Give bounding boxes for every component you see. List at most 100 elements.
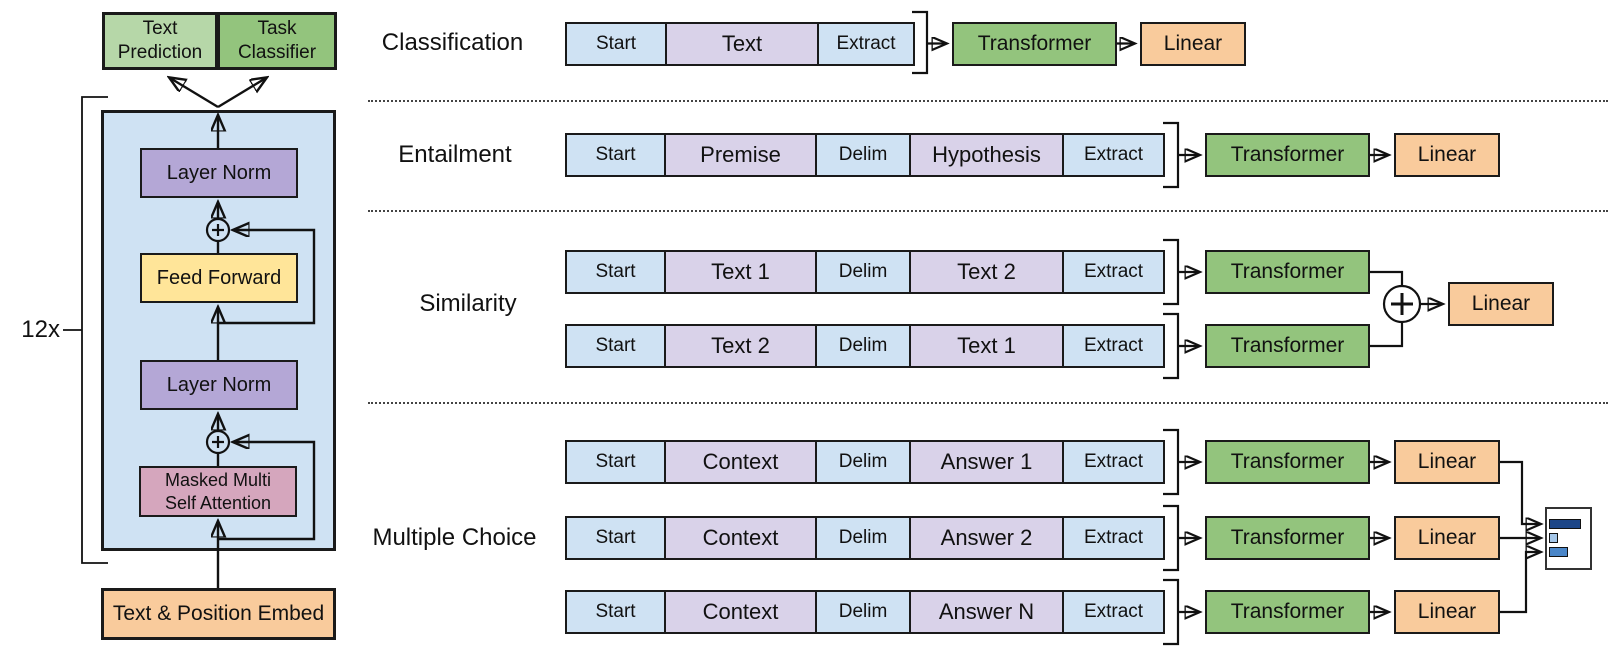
- similarity-transformer-box-2: Transformer: [1205, 324, 1370, 368]
- token-context: Context: [664, 518, 815, 558]
- answer-distribution-bar-1: [1549, 519, 1581, 529]
- token-hypothesis: Hypothesis: [909, 135, 1062, 175]
- token-text: Text: [665, 24, 817, 64]
- multiple-choice-bracket-1: [1163, 428, 1180, 496]
- elbow-transformer2-to-sum: [1370, 323, 1404, 348]
- text-prediction-label: Text Prediction: [117, 18, 203, 63]
- separator-entailment-similarity: [368, 210, 1608, 212]
- similarity-bracket-2: [1163, 312, 1180, 380]
- token-extract: Extract: [1062, 592, 1163, 632]
- transformer-label: Transformer: [1230, 599, 1345, 623]
- token-delim: Delim: [815, 442, 909, 482]
- token-start: Start: [595, 451, 636, 472]
- token-context: Context: [664, 442, 815, 482]
- multiple-choice-token-bar-3: Start Context Delim Answer N Extract: [565, 590, 1165, 634]
- task-classifier-label: Task Classifier: [237, 18, 317, 63]
- similarity-label: Similarity: [419, 290, 517, 317]
- layer-norm-top-box: Layer Norm: [140, 148, 298, 198]
- token-extract: Extract: [1062, 326, 1163, 366]
- token-start: Start: [595, 527, 636, 548]
- linear-label: Linear: [1163, 31, 1223, 55]
- entailment-transformer-box: Transformer: [1205, 133, 1370, 177]
- entailment-label: Entailment: [398, 141, 512, 168]
- entailment-bracket: [1163, 121, 1180, 189]
- token-start: Start: [595, 144, 636, 165]
- arrow-to-text-prediction: [170, 78, 219, 109]
- transformer-label: Transformer: [1230, 333, 1345, 357]
- token-context: Context: [664, 592, 815, 632]
- multiple-choice-linear-box-3: Linear: [1394, 590, 1500, 634]
- answer-distribution-bar-3: [1549, 547, 1568, 557]
- similarity-transformer-box-1: Transformer: [1205, 250, 1370, 294]
- multiple-choice-label: Multiple Choice: [372, 524, 537, 551]
- similarity-linear-box: Linear: [1448, 282, 1554, 326]
- similarity-token-bar-2: Start Text 2 Delim Text 1 Extract: [565, 324, 1165, 368]
- multiple-choice-transformer-box-1: Transformer: [1205, 440, 1370, 484]
- token-delim: Delim: [815, 518, 909, 558]
- similarity-token-bar-1: Start Text 1 Delim Text 2 Extract: [565, 250, 1165, 294]
- answer-distribution-bar-2: [1549, 533, 1558, 543]
- transformer-label: Transformer: [1230, 259, 1345, 283]
- arrow-to-task-classifier: [217, 78, 266, 109]
- entailment-token-bar: Start Premise Delim Hypothesis Extract: [565, 133, 1165, 177]
- token-delim: Delim: [815, 135, 909, 175]
- elbow-transformer1-to-sum: [1370, 270, 1404, 285]
- token-text1: Text 1: [909, 326, 1062, 366]
- repeat-12x-label: 12x: [21, 316, 60, 343]
- multiple-choice-token-bar-1: Start Context Delim Answer 1 Extract: [565, 440, 1165, 484]
- token-extract: Extract: [1062, 252, 1163, 292]
- arrow-linear1-to-distribution: [1500, 460, 1540, 524]
- multiple-choice-token-bar-2: Start Context Delim Answer 2 Extract: [565, 516, 1165, 560]
- masked-attention-box: Masked Multi Self Attention: [139, 466, 297, 517]
- linear-label: Linear: [1417, 142, 1477, 166]
- transformer-label: Transformer: [1230, 142, 1345, 166]
- transformer-label: Transformer: [1230, 525, 1345, 549]
- token-extract: Extract: [1062, 518, 1163, 558]
- token-delim: Delim: [815, 326, 909, 366]
- linear-label: Linear: [1417, 525, 1477, 549]
- entailment-linear-box: Linear: [1394, 133, 1500, 177]
- multiple-choice-transformer-box-2: Transformer: [1205, 516, 1370, 560]
- token-text1: Text 1: [664, 252, 815, 292]
- token-text2: Text 2: [664, 326, 815, 366]
- linear-label: Linear: [1471, 291, 1531, 315]
- arrow-linear3-to-distribution: [1500, 552, 1540, 614]
- classification-token-bar: Start Text Extract: [565, 22, 915, 66]
- sum-icon: [1382, 284, 1422, 324]
- multiple-choice-bracket-3: [1163, 578, 1180, 646]
- token-delim: Delim: [815, 252, 909, 292]
- token-start: Start: [595, 601, 636, 622]
- token-answer1: Answer 1: [909, 442, 1062, 482]
- task-classifier-head-box: Task Classifier: [217, 12, 337, 70]
- sum-plus-glyph: [1391, 293, 1413, 315]
- multiple-choice-bracket-2: [1163, 504, 1180, 572]
- token-delim: Delim: [815, 592, 909, 632]
- linear-label: Linear: [1417, 599, 1477, 623]
- multiple-choice-transformer-box-3: Transformer: [1205, 590, 1370, 634]
- token-extract: Extract: [1062, 135, 1163, 175]
- token-premise: Premise: [664, 135, 815, 175]
- embed-label: Text & Position Embed: [112, 601, 325, 625]
- token-answerN: Answer N: [909, 592, 1062, 632]
- token-start: Start: [595, 335, 636, 356]
- layer-norm-top-label: Layer Norm: [166, 161, 272, 184]
- separator-classification-entailment: [368, 100, 1608, 102]
- token-text2: Text 2: [909, 252, 1062, 292]
- masked-attention-label: Masked Multi Self Attention: [164, 470, 272, 513]
- layer-norm-bottom-box: Layer Norm: [140, 360, 298, 410]
- transformer-label: Transformer: [1230, 449, 1345, 473]
- transformer-label: Transformer: [977, 31, 1092, 55]
- separator-similarity-multiplechoice: [368, 402, 1608, 404]
- token-answer2: Answer 2: [909, 518, 1062, 558]
- classification-label: Classification: [381, 29, 524, 56]
- linear-label: Linear: [1417, 449, 1477, 473]
- token-start: Start: [595, 261, 636, 282]
- token-extract: Extract: [1062, 442, 1163, 482]
- multiple-choice-linear-box-2: Linear: [1394, 516, 1500, 560]
- classification-linear-box: Linear: [1140, 22, 1246, 66]
- classification-transformer-box: Transformer: [952, 22, 1117, 66]
- feed-forward-label: Feed Forward: [156, 266, 282, 289]
- layer-norm-bottom-label: Layer Norm: [166, 373, 272, 396]
- token-start: Start: [595, 33, 637, 54]
